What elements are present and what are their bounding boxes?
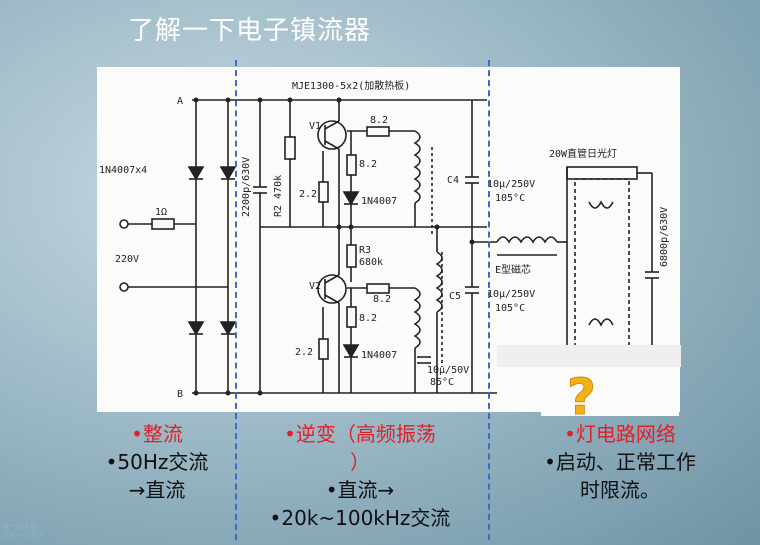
node-a-label: A bbox=[177, 96, 183, 107]
v1-label: V1 bbox=[309, 121, 321, 132]
resistor-82-label: 8.2 bbox=[370, 115, 388, 126]
resistor-82-label: 8.2 bbox=[373, 294, 391, 305]
resistor-22-label: 2.2 bbox=[295, 347, 313, 358]
circuit-schematic: A B MJE1300-5x2(加散热板) 1N4007x4 1Ω 220V 2… bbox=[99, 79, 670, 400]
input-cap-label: 2200p/630V bbox=[241, 157, 252, 217]
c5-value-label: 10μ/250V bbox=[487, 289, 535, 300]
question-mark-icon: ? bbox=[567, 368, 597, 427]
caption-inverter-line: •直流→ bbox=[325, 478, 395, 502]
page-title: 了解一下电子镇流器 bbox=[128, 16, 372, 46]
highlight-strip bbox=[497, 345, 681, 367]
caption-rectifier-line: →直流 bbox=[128, 478, 186, 502]
diode-bridge-label: 1N4007x4 bbox=[99, 165, 147, 176]
watermark: 电气技术群 了解一下电子 bbox=[2, 523, 44, 541]
caption-rectifier-line: •50Hz交流 bbox=[105, 450, 209, 474]
lamp-cap-label: 6800p/630V bbox=[659, 207, 670, 267]
c5-temp-label: 105°C bbox=[495, 303, 525, 314]
question-mark: ? bbox=[567, 370, 596, 416]
question-box: ? bbox=[541, 368, 679, 427]
c5-label: C5 bbox=[449, 291, 461, 302]
c4-temp-label: 105°C bbox=[495, 193, 525, 204]
caption-lamp-network-line: 时限流。 bbox=[580, 478, 660, 502]
resistor-82-label: 8.2 bbox=[359, 159, 377, 170]
resistor-82-label: 8.2 bbox=[359, 313, 377, 324]
caption-inverter: •逆变（高频振荡 ） •直流→ •20k~100kHz交流 bbox=[240, 420, 480, 532]
divider-line bbox=[488, 60, 490, 540]
watermark-line: 了解一下电子 bbox=[2, 532, 44, 540]
node-b-label: B bbox=[177, 389, 183, 400]
fuse-resistor-label: 1Ω bbox=[155, 207, 167, 218]
watermark-line: 电气技术群 bbox=[2, 523, 37, 531]
caption-lamp-network-title: •灯电路网络 bbox=[564, 422, 676, 446]
caption-inverter-title: •逆变（高频振荡 bbox=[284, 422, 436, 446]
caption-rectifier-title: •整流 bbox=[131, 422, 183, 446]
c4-value-label: 10μ/250V bbox=[487, 179, 535, 190]
r2-label: R2 470k bbox=[273, 175, 284, 217]
caption-inverter-title-end: ） bbox=[350, 450, 370, 474]
diode-label: 1N4007 bbox=[361, 350, 397, 361]
resistor-22-label: 2.2 bbox=[299, 189, 317, 200]
caption-lamp-network-line: •启动、正常工作 bbox=[544, 450, 696, 474]
transistor-type-label: MJE1300-5x2(加散热板) bbox=[292, 79, 410, 92]
caption-rectifier: •整流 •50Hz交流 →直流 bbox=[82, 420, 232, 504]
r3-label: R3 bbox=[359, 245, 371, 256]
bottom-cap-label: 10μ/50V bbox=[427, 365, 469, 376]
r3-value-label: 680k bbox=[359, 257, 383, 268]
lamp-label: 20W直管日光灯 bbox=[549, 147, 617, 160]
caption-inverter-line: •20k~100kHz交流 bbox=[269, 506, 451, 530]
diode-label: 1N4007 bbox=[361, 196, 397, 207]
v2-label: V2 bbox=[309, 281, 321, 292]
c4-label: C4 bbox=[447, 175, 459, 186]
bottom-cap-temp-label: 85°C bbox=[430, 377, 454, 388]
circuit-diagram: A B MJE1300-5x2(加散热板) 1N4007x4 1Ω 220V 2… bbox=[97, 67, 680, 412]
caption-lamp-network: •灯电路网络 •启动、正常工作 时限流。 bbox=[505, 420, 735, 504]
core-label: E型磁芯 bbox=[495, 263, 531, 276]
mains-voltage-label: 220V bbox=[115, 254, 139, 265]
divider-line bbox=[235, 60, 237, 540]
